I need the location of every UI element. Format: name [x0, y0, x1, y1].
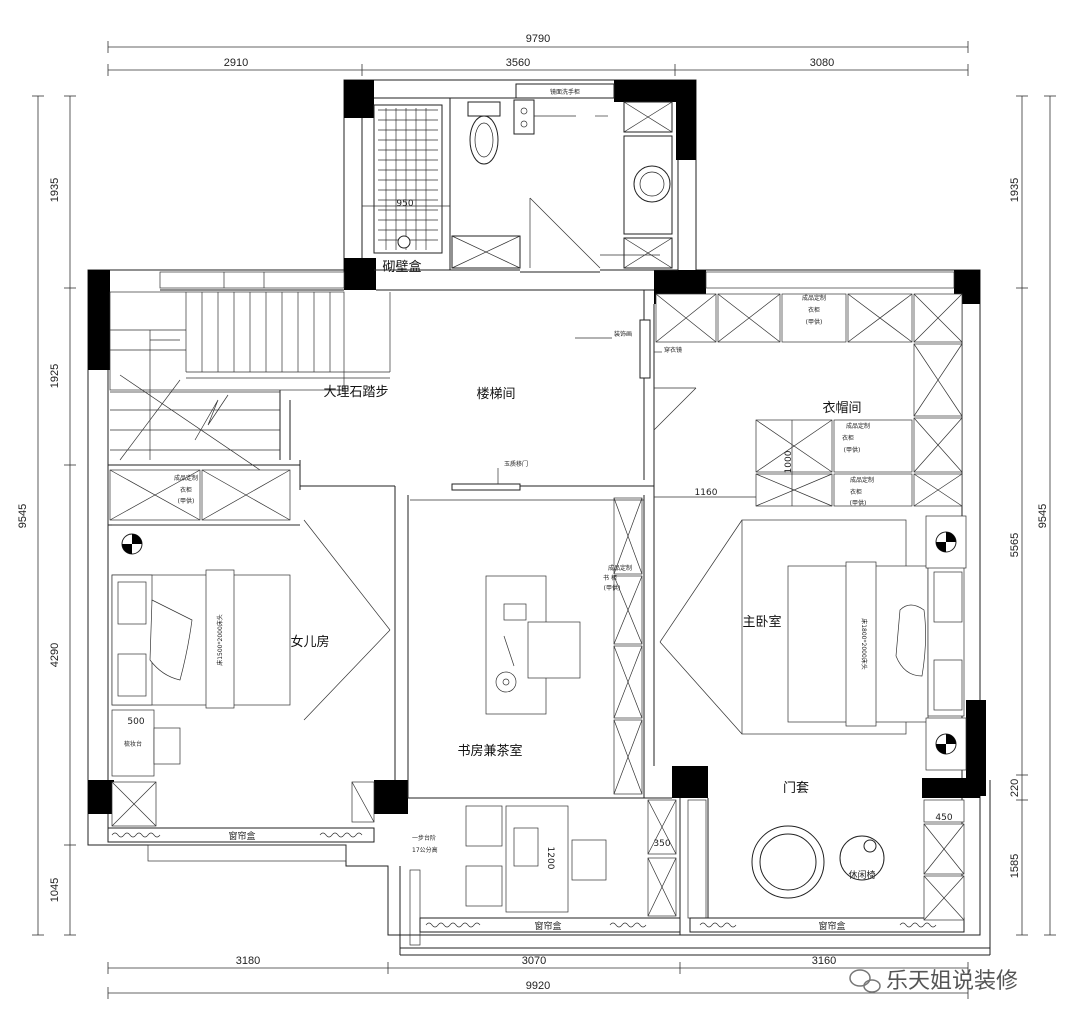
bay-depth-a-dim: 350: [653, 839, 670, 849]
dim-left-a: 1935: [49, 178, 61, 202]
vanity-width-dim: 500: [127, 717, 144, 727]
marble-step-label: 大理石踏步: [323, 385, 388, 400]
dimension-texts: 9790 2910 3560 3080 1935 1925 4290 1045 …: [17, 33, 1049, 992]
bathroom: 950 镜面洗手柜: [362, 83, 673, 269]
curtain-box-2-label: 窗帘盒: [534, 920, 561, 932]
niche-box-label: 砌壁盒: [382, 259, 421, 275]
closet-width-dim: 1160: [695, 488, 718, 498]
stair-hall-label: 楼梯间: [476, 387, 515, 402]
wardrobe-3-line2: 衣柜: [842, 434, 854, 442]
dim-bottom-left: 3180: [236, 955, 260, 967]
dimension-lines: [32, 41, 1056, 999]
staircase: [109, 291, 391, 471]
curtain-box-3-label: 窗帘盒: [818, 920, 845, 932]
curtain-box-bottom: 窗帘盒 窗帘盒: [419, 917, 965, 933]
curtain-box-left: 窗帘盒: [107, 827, 375, 843]
wardrobe-1-line1: 成品定制: [174, 474, 198, 482]
toilet-icon: [467, 101, 501, 165]
sliding-door-label: 玉质移门: [504, 460, 528, 468]
dim-bottom-total: 9920: [526, 980, 550, 992]
daughter-room-label: 女儿房: [290, 634, 329, 650]
study-tea-label: 书房兼茶室: [457, 743, 522, 759]
study-furniture: 成品定制 书 柜 (甲供): [410, 497, 644, 795]
wechat-icon: [849, 969, 881, 993]
sink-icon: [633, 165, 671, 203]
windows: [147, 271, 955, 946]
dim-top-mid: 3560: [506, 57, 530, 69]
dim-top-right: 3080: [810, 57, 834, 69]
shoe-cabinet-label: 装饰画: [614, 330, 632, 338]
cloakroom-label: 衣帽间: [822, 400, 861, 416]
dim-right-total: 9545: [1037, 504, 1049, 528]
wardrobe-4-line2: 衣柜: [850, 488, 862, 496]
watermark-text: 乐天姐说装修: [886, 969, 1018, 994]
solid-columns: [88, 80, 986, 814]
mirror-cabinet-label: 镜面洗手柜: [550, 88, 580, 96]
bed-small-label: 床1500*2000床头: [216, 614, 224, 666]
wardrobe-2-line3: (甲供): [806, 318, 823, 326]
watermark: 乐天姐说装修: [849, 969, 1018, 994]
wardrobe-depth-dim: 1000: [784, 450, 794, 473]
bed-large-label: 床1800*2000床头: [860, 618, 868, 670]
wardrobe-2-line1: 成品定制: [802, 294, 826, 302]
step-note-line2: 17公分高: [412, 846, 438, 854]
shower-width-dim: 950: [396, 199, 413, 209]
lounge-chair-label: 休闲椅: [848, 869, 875, 881]
dim-left-b: 1925: [49, 364, 61, 388]
dim-bottom-right: 3160: [812, 955, 836, 967]
bookcase-line2: 书 柜: [603, 574, 617, 582]
tea-table-dim: 1200: [545, 847, 555, 870]
dim-left-c: 4290: [49, 643, 61, 667]
lounge-chair-icon: [839, 835, 885, 881]
master-bedroom-label: 主卧室: [742, 614, 781, 630]
dim-right-d: 1585: [1009, 854, 1021, 878]
dim-top-total: 9790: [526, 33, 550, 45]
dim-right-c: 220: [1009, 779, 1021, 797]
wardrobe-2-line2: 衣柜: [808, 306, 820, 314]
dressing-mirror-label: 穿衣镜: [664, 346, 682, 354]
dim-right-a: 1935: [1009, 178, 1021, 202]
bookcase-line3: (甲供): [604, 584, 621, 592]
daughter-room-furniture: 成品定制 衣柜 (甲供) 床1500*2000床头 梳妆台 500: [109, 469, 391, 827]
wardrobe-1-line3: (甲供): [178, 497, 195, 505]
dim-left-d: 1045: [49, 878, 61, 902]
master-bedroom-furniture: 床1800*2000床头 450: [659, 515, 967, 921]
dim-top-left: 2910: [224, 57, 248, 69]
suite-label: 门套: [783, 780, 809, 796]
step-note-line1: 一步台阶: [412, 834, 436, 842]
wardrobe-4-line3: (甲供): [850, 499, 867, 507]
bay-depth-b-dim: 450: [935, 813, 952, 823]
dim-left-total: 9545: [17, 504, 29, 528]
dresser-label: 梳妆台: [124, 740, 142, 748]
bedside-lamp-icon: [121, 533, 143, 555]
wardrobe-3-line3: (甲供): [844, 446, 861, 454]
tea-area: 1200 350 一步台阶 17公分高: [412, 799, 707, 919]
round-table-icon: [751, 825, 825, 899]
floor-drain-icon: [397, 235, 411, 249]
bookcase-line1: 成品定制: [608, 564, 632, 572]
wardrobe-4-line1: 成品定制: [850, 476, 874, 484]
master-lamp-bottom-icon: [935, 733, 957, 755]
wardrobe-3-line1: 成品定制: [846, 422, 870, 430]
curtain-box-1-label: 窗帘盒: [228, 830, 255, 842]
dim-right-b: 5565: [1009, 533, 1021, 557]
master-lamp-top-icon: [935, 531, 957, 553]
cloakroom-cabinets: 成品定制 衣柜 (甲供) 成品定制 衣柜 (甲供) 成品定制 衣柜 (甲供) 1…: [653, 293, 963, 507]
wardrobe-1-line2: 衣柜: [180, 486, 192, 494]
dim-bottom-mid: 3070: [522, 955, 546, 967]
